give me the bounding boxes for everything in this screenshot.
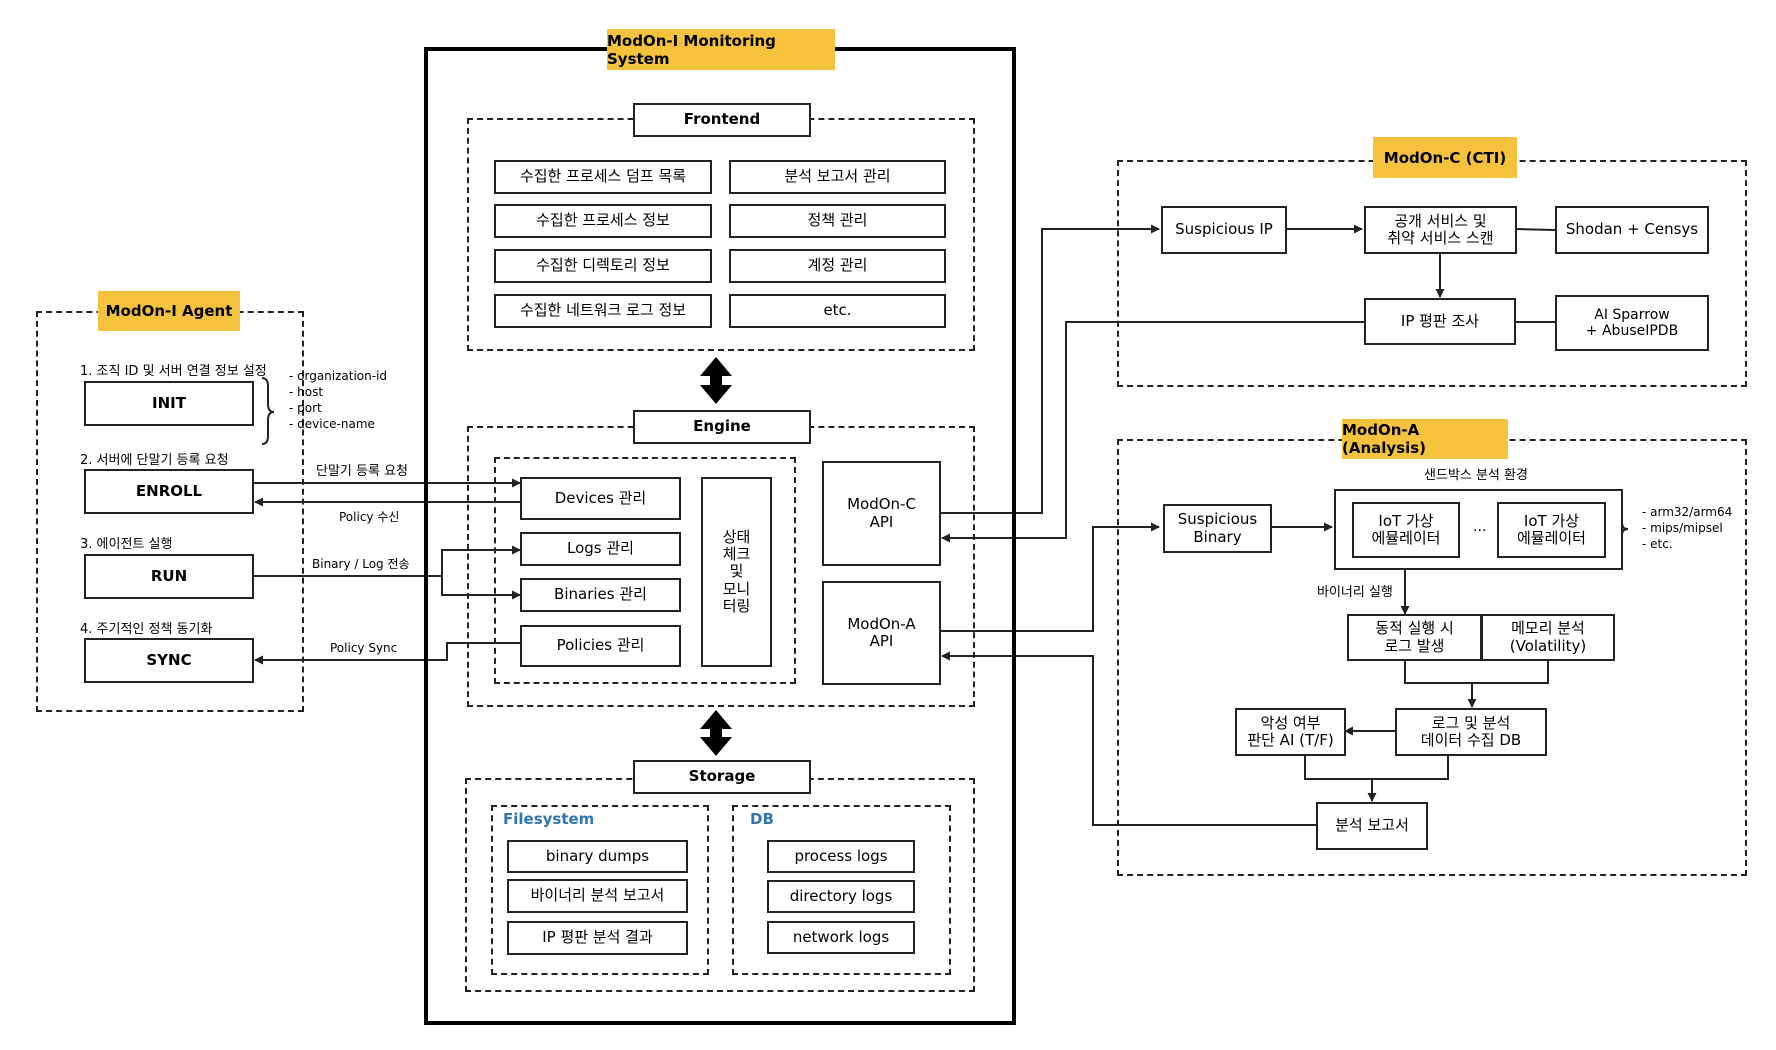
cti-panel bbox=[1117, 160, 1747, 387]
engine-title: Engine bbox=[633, 410, 811, 444]
binary-log-send-label: Binary / Log 전송 bbox=[312, 557, 410, 571]
fs-ip-reputation-result[interactable]: IP 평판 분석 결과 bbox=[507, 921, 688, 955]
run-box[interactable]: RUN bbox=[84, 554, 254, 599]
db-title: DB bbox=[750, 810, 774, 828]
db-directory-logs[interactable]: directory logs bbox=[767, 880, 915, 913]
modon-a-api[interactable]: ModOn-A API bbox=[822, 581, 941, 685]
enroll-request-label: 단말기 등록 요청 bbox=[316, 464, 408, 479]
memory-analysis[interactable]: 메모리 분석 (Volatility) bbox=[1481, 614, 1615, 661]
init-param-port: - port bbox=[289, 401, 322, 415]
cti-suspicious-ip[interactable]: Suspicious IP bbox=[1161, 206, 1287, 254]
init-caption: 1. 조직 ID 및 서버 연결 정보 설정 bbox=[80, 364, 267, 379]
sandbox-label: 샌드박스 분석 환경 bbox=[1424, 468, 1528, 483]
cti-ip-reputation[interactable]: IP 평판 조사 bbox=[1364, 298, 1516, 345]
dynamic-memory-merge-line bbox=[1404, 661, 1549, 684]
engine-logs-management[interactable]: Logs 관리 bbox=[520, 532, 681, 566]
frontend-item-account-management[interactable]: 계정 관리 bbox=[729, 249, 946, 283]
frontend-item-network-log-info[interactable]: 수집한 네트워크 로그 정보 bbox=[494, 294, 712, 328]
frontend-title: Frontend bbox=[633, 103, 811, 137]
arch-mips: - mips/mipsel bbox=[1642, 521, 1723, 535]
binary-log-send-line bbox=[253, 545, 521, 577]
frontend-item-policy-management[interactable]: 정책 관리 bbox=[729, 204, 946, 238]
modon-c-api[interactable]: ModOn-C API bbox=[822, 461, 941, 566]
fs-binary-dumps[interactable]: binary dumps bbox=[507, 840, 688, 873]
report-to-api-a bbox=[941, 651, 1316, 826]
policy-sync-arrow bbox=[254, 642, 520, 665]
engine-policies-management[interactable]: Policies 관리 bbox=[520, 625, 681, 667]
analysis-title: ModOn-A (Analysis) bbox=[1342, 419, 1508, 459]
init-params-brace bbox=[261, 377, 275, 445]
filesystem-group bbox=[491, 805, 709, 975]
iot-emulator-2[interactable]: IoT 가상 에뮬레이터 bbox=[1497, 502, 1606, 558]
ai-logdb-merge-line bbox=[1304, 755, 1449, 780]
engine-management-group bbox=[494, 457, 796, 684]
cti-service-scan[interactable]: 공개 서비스 및 취약 서비스 스캔 bbox=[1364, 206, 1517, 254]
init-param-device-name: - device-name bbox=[289, 417, 375, 431]
init-param-organization-id: - organization-id bbox=[289, 369, 388, 383]
init-param-host: - host bbox=[289, 385, 324, 399]
dynamic-exec-log[interactable]: 동적 실행 시 로그 발생 bbox=[1347, 614, 1482, 661]
arch-arm: - arm32/arm64 bbox=[1642, 505, 1733, 519]
frontend-item-directory-info[interactable]: 수집한 디렉토리 정보 bbox=[494, 249, 712, 283]
log-analysis-db[interactable]: 로그 및 분석 데이터 수집 DB bbox=[1395, 708, 1547, 756]
double-arrows bbox=[700, 357, 732, 756]
frontend-item-etc[interactable]: etc. bbox=[729, 294, 946, 328]
init-box[interactable]: INIT bbox=[84, 381, 254, 426]
cti-title: ModOn-C (CTI) bbox=[1373, 137, 1517, 178]
monitoring-system-title: ModOn-I Monitoring System bbox=[607, 29, 835, 70]
engine-binaries-management[interactable]: Binaries 관리 bbox=[520, 578, 681, 612]
db-process-logs[interactable]: process logs bbox=[767, 840, 915, 873]
enroll-caption: 2. 서버에 단말기 등록 요청 bbox=[80, 453, 229, 468]
engine-devices-management[interactable]: Devices 관리 bbox=[520, 477, 681, 520]
frontend-item-process-dump-list[interactable]: 수집한 프로세스 덤프 목록 bbox=[494, 160, 712, 194]
enroll-box[interactable]: ENROLL bbox=[84, 469, 254, 514]
storage-title: Storage bbox=[633, 760, 811, 794]
binary-exec-label: 바이너리 실행 bbox=[1317, 585, 1393, 600]
cti-shodan-censys[interactable]: Shodan + Censys bbox=[1555, 206, 1709, 254]
reputation-to-api-c bbox=[941, 321, 1364, 543]
db-network-logs[interactable]: network logs bbox=[767, 921, 915, 954]
emulator-ellipsis: ... bbox=[1473, 519, 1487, 535]
iot-emulator-1[interactable]: IoT 가상 에뮬레이터 bbox=[1352, 502, 1460, 558]
db-group bbox=[732, 805, 951, 975]
sync-box[interactable]: SYNC bbox=[84, 638, 254, 683]
arch-etc: - etc. bbox=[1642, 537, 1673, 551]
analysis-suspicious-binary[interactable]: Suspicious Binary bbox=[1163, 504, 1272, 553]
cti-ai-sparrow-abuseipdb[interactable]: AI Sparrow + AbuseIPDB bbox=[1555, 295, 1709, 351]
analysis-report[interactable]: 분석 보고서 bbox=[1316, 802, 1428, 850]
policy-sync-label: Policy Sync bbox=[330, 641, 398, 655]
filesystem-title: Filesystem bbox=[503, 810, 595, 828]
frontend-item-report-management[interactable]: 분석 보고서 관리 bbox=[729, 160, 946, 194]
frontend-engine-double-arrow bbox=[700, 357, 732, 404]
run-caption: 3. 에이전트 실행 bbox=[80, 537, 173, 552]
engine-status-monitoring[interactable]: 상태 체크 및 모니 터링 bbox=[701, 477, 772, 667]
scan-to-shodan-line bbox=[1515, 228, 1556, 231]
agent-title: ModOn-I Agent bbox=[98, 291, 240, 331]
malware-ai[interactable]: 악성 여부 판단 AI (T/F) bbox=[1235, 708, 1346, 756]
api-a-to-suspicious-binary bbox=[940, 522, 1160, 632]
frontend-item-process-info[interactable]: 수집한 프로세스 정보 bbox=[494, 204, 712, 238]
sync-caption: 4. 주기적인 정책 동기화 bbox=[80, 622, 213, 637]
fs-binary-analysis-report[interactable]: 바이너리 분석 보고서 bbox=[507, 879, 688, 913]
engine-storage-double-arrow bbox=[700, 710, 732, 756]
api-c-to-suspicious-ip bbox=[940, 224, 1160, 514]
policy-receive-label: Policy 수신 bbox=[339, 510, 400, 524]
